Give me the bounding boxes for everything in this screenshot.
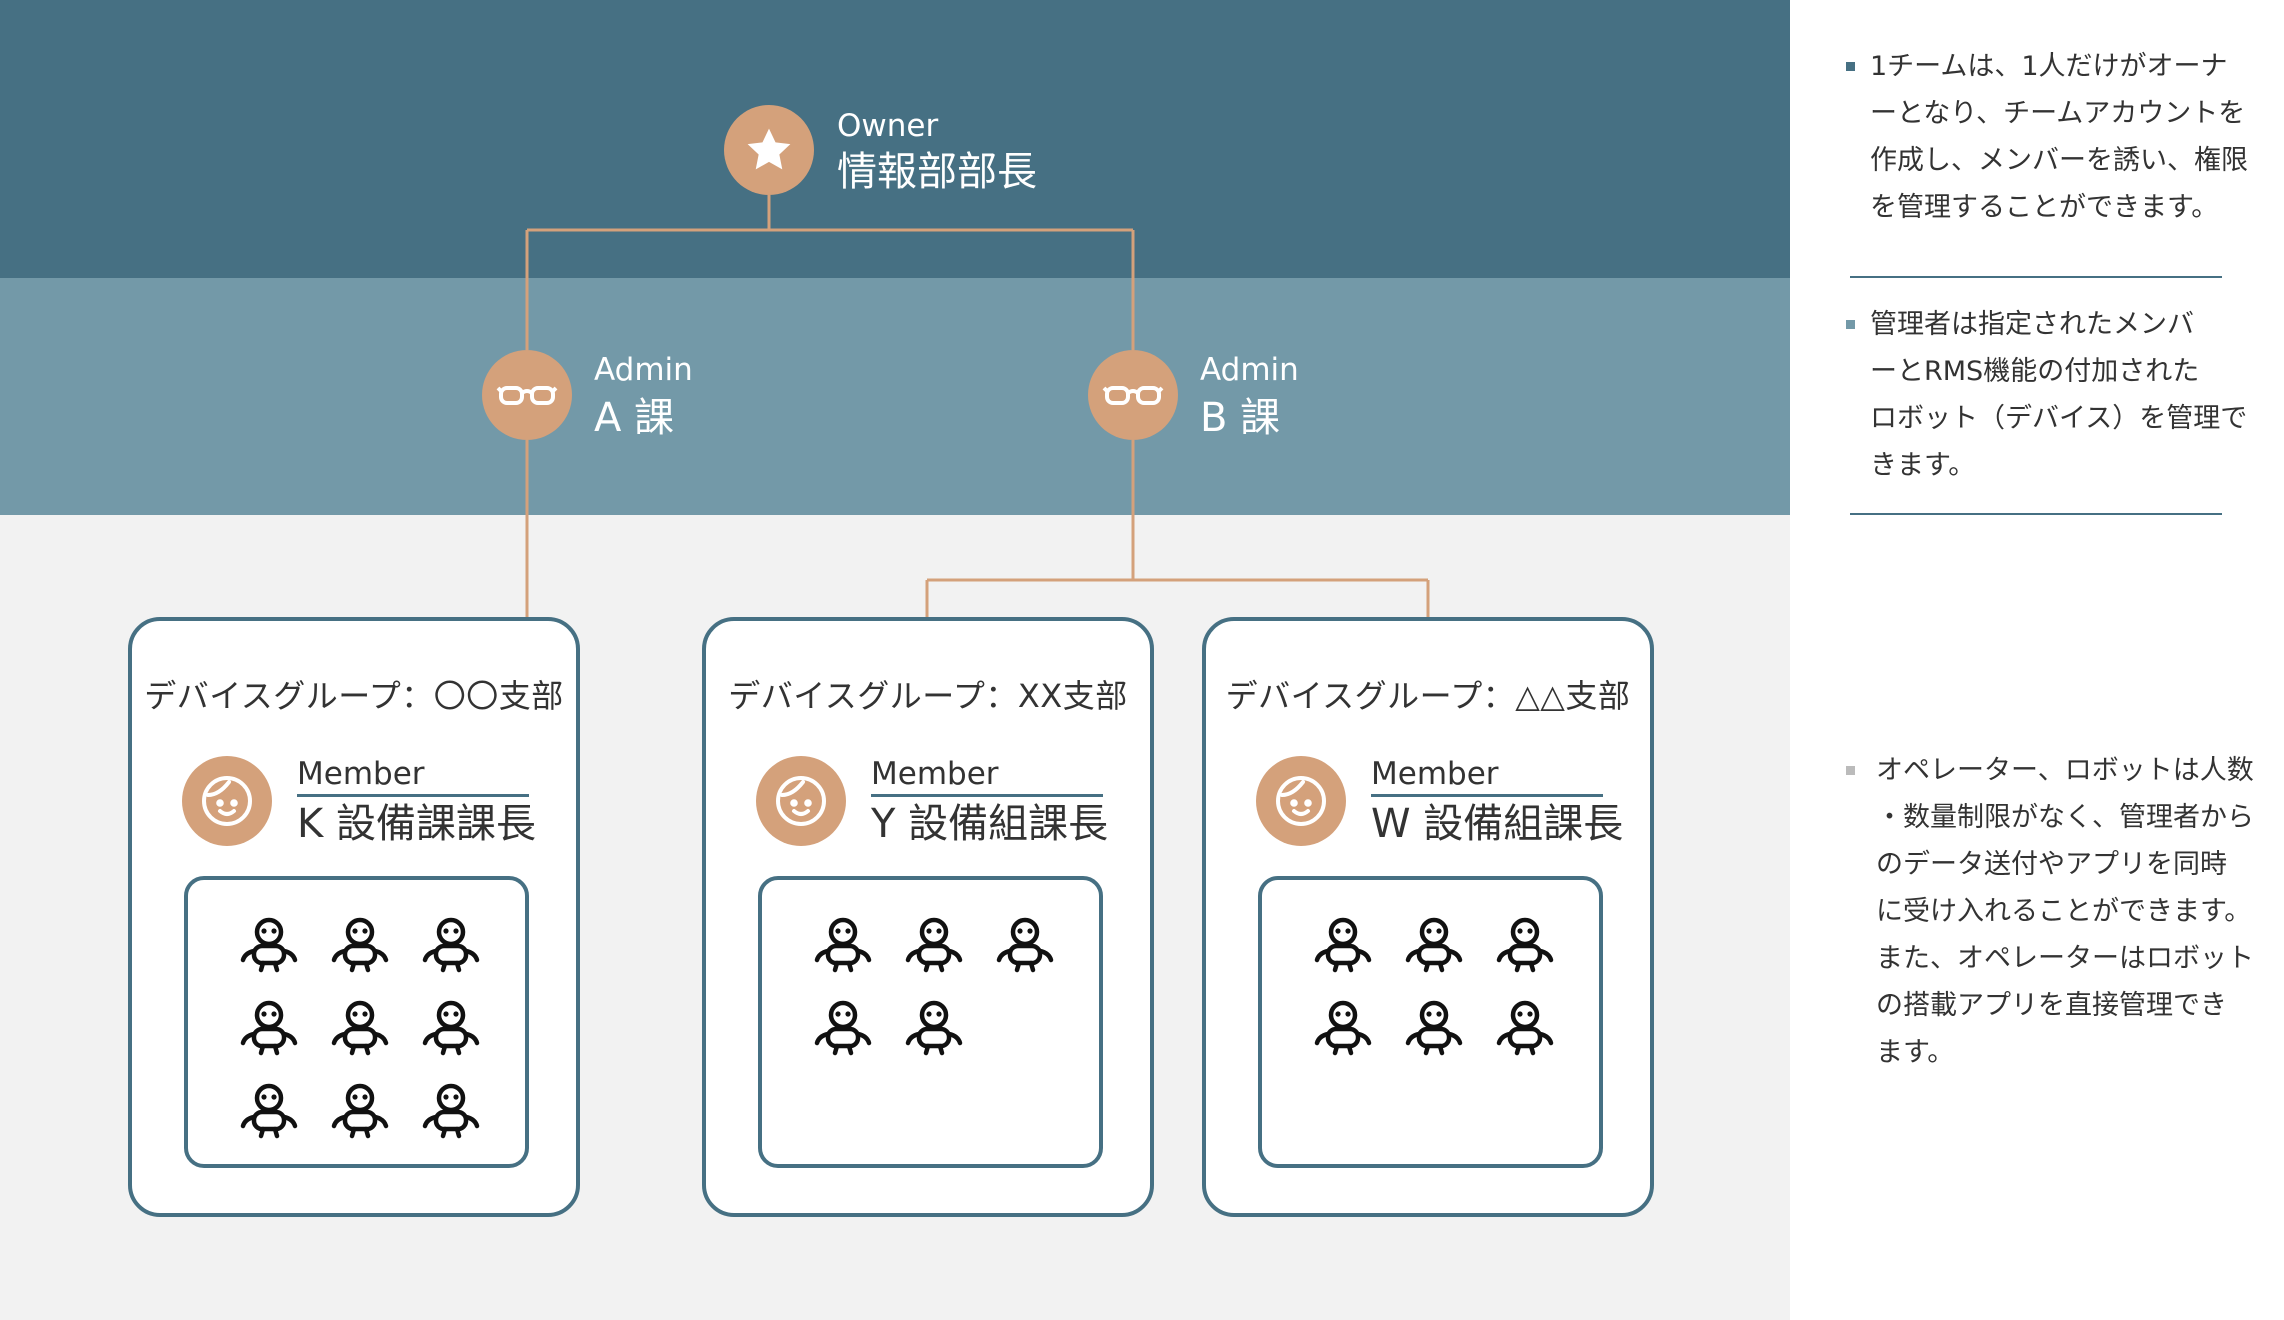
robot-icon	[421, 915, 481, 973]
robot-box	[758, 876, 1103, 1168]
admin-b-role: Admin	[1200, 352, 1299, 388]
member-avatar	[1256, 756, 1346, 846]
member-role: Member	[871, 759, 1103, 797]
robot-icon	[904, 998, 964, 1056]
sidebar-note-owner: 1チームは、1人だけがオーナ ーとなり、チームアカウントを 作成し、メンバーを誘…	[1870, 51, 2248, 223]
bullet-square-icon	[1846, 62, 1855, 71]
admin-b-name: B 課	[1200, 395, 1281, 441]
robot-icon	[239, 1081, 299, 1139]
member-role: Member	[297, 759, 529, 797]
sidebar-note-member: オペレーター、ロボットは人数 ・数量制限がなく、管理者から のデータ送付やアプリ…	[1876, 755, 2254, 1068]
member-role: Member	[1371, 759, 1603, 797]
robot-icon	[330, 998, 390, 1056]
member-name: K 設備課課長	[297, 801, 536, 847]
robot-icon	[813, 998, 873, 1056]
robot-box	[184, 876, 529, 1168]
robot-icon	[813, 915, 873, 973]
sidebar-note-admin: 管理者は指定されたメンバ ーとRMS機能の付加された ロボット（デバイス）を管理…	[1870, 309, 2248, 481]
device-group-card: デバイスグループ：△△支部 Member W 設備組課長	[1202, 617, 1654, 1217]
device-group-card: デバイスグループ：XX支部 Member Y 設備組課長	[702, 617, 1154, 1217]
member-avatar	[182, 756, 272, 846]
admin-a-name: A 課	[594, 395, 675, 441]
connector-lines	[525, 195, 1430, 617]
robot-icon	[1313, 915, 1373, 973]
person-face-icon	[776, 776, 826, 826]
robot-icon	[239, 915, 299, 973]
robot-icon	[1404, 915, 1464, 973]
admin-b-avatar	[1088, 350, 1178, 440]
owner-role: Owner	[837, 108, 939, 144]
robot-icon	[1495, 915, 1555, 973]
device-group-card: デバイスグループ：〇〇支部 Member K 設備課課長	[128, 617, 580, 1217]
admin-band	[0, 278, 1790, 515]
robot-box	[1258, 876, 1603, 1168]
robot-icon	[904, 915, 964, 973]
robot-icon	[1495, 998, 1555, 1056]
robot-icon	[421, 998, 481, 1056]
admin-a-role: Admin	[594, 352, 693, 388]
owner-band	[0, 0, 1790, 278]
robot-icon	[330, 915, 390, 973]
person-face-icon	[1276, 776, 1326, 826]
bullet-square-icon	[1846, 766, 1855, 775]
sidebar-divider	[1850, 276, 2222, 278]
robot-icon	[421, 1081, 481, 1139]
admin-a-avatar	[482, 350, 572, 440]
robot-icon	[995, 915, 1055, 973]
member-name: Y 設備組課長	[871, 801, 1109, 847]
owner-avatar	[724, 105, 814, 195]
member-name: W 設備組課長	[1371, 801, 1624, 847]
robot-icon	[239, 998, 299, 1056]
owner-name: 情報部部長	[837, 149, 1037, 195]
bullet-square-icon	[1846, 320, 1855, 329]
robot-icon	[1313, 998, 1373, 1056]
robot-icon	[330, 1081, 390, 1139]
glasses-icon	[496, 386, 558, 405]
star-icon	[747, 128, 791, 170]
member-avatar	[756, 756, 846, 846]
group-title: デバイスグループ：△△支部	[1225, 677, 1631, 715]
robot-icon	[1404, 998, 1464, 1056]
glasses-icon	[1102, 386, 1164, 405]
group-title: デバイスグループ：〇〇支部	[144, 677, 564, 715]
group-title: デバイスグループ：XX支部	[728, 677, 1128, 715]
sidebar-divider	[1850, 513, 2222, 515]
person-face-icon	[202, 776, 252, 826]
